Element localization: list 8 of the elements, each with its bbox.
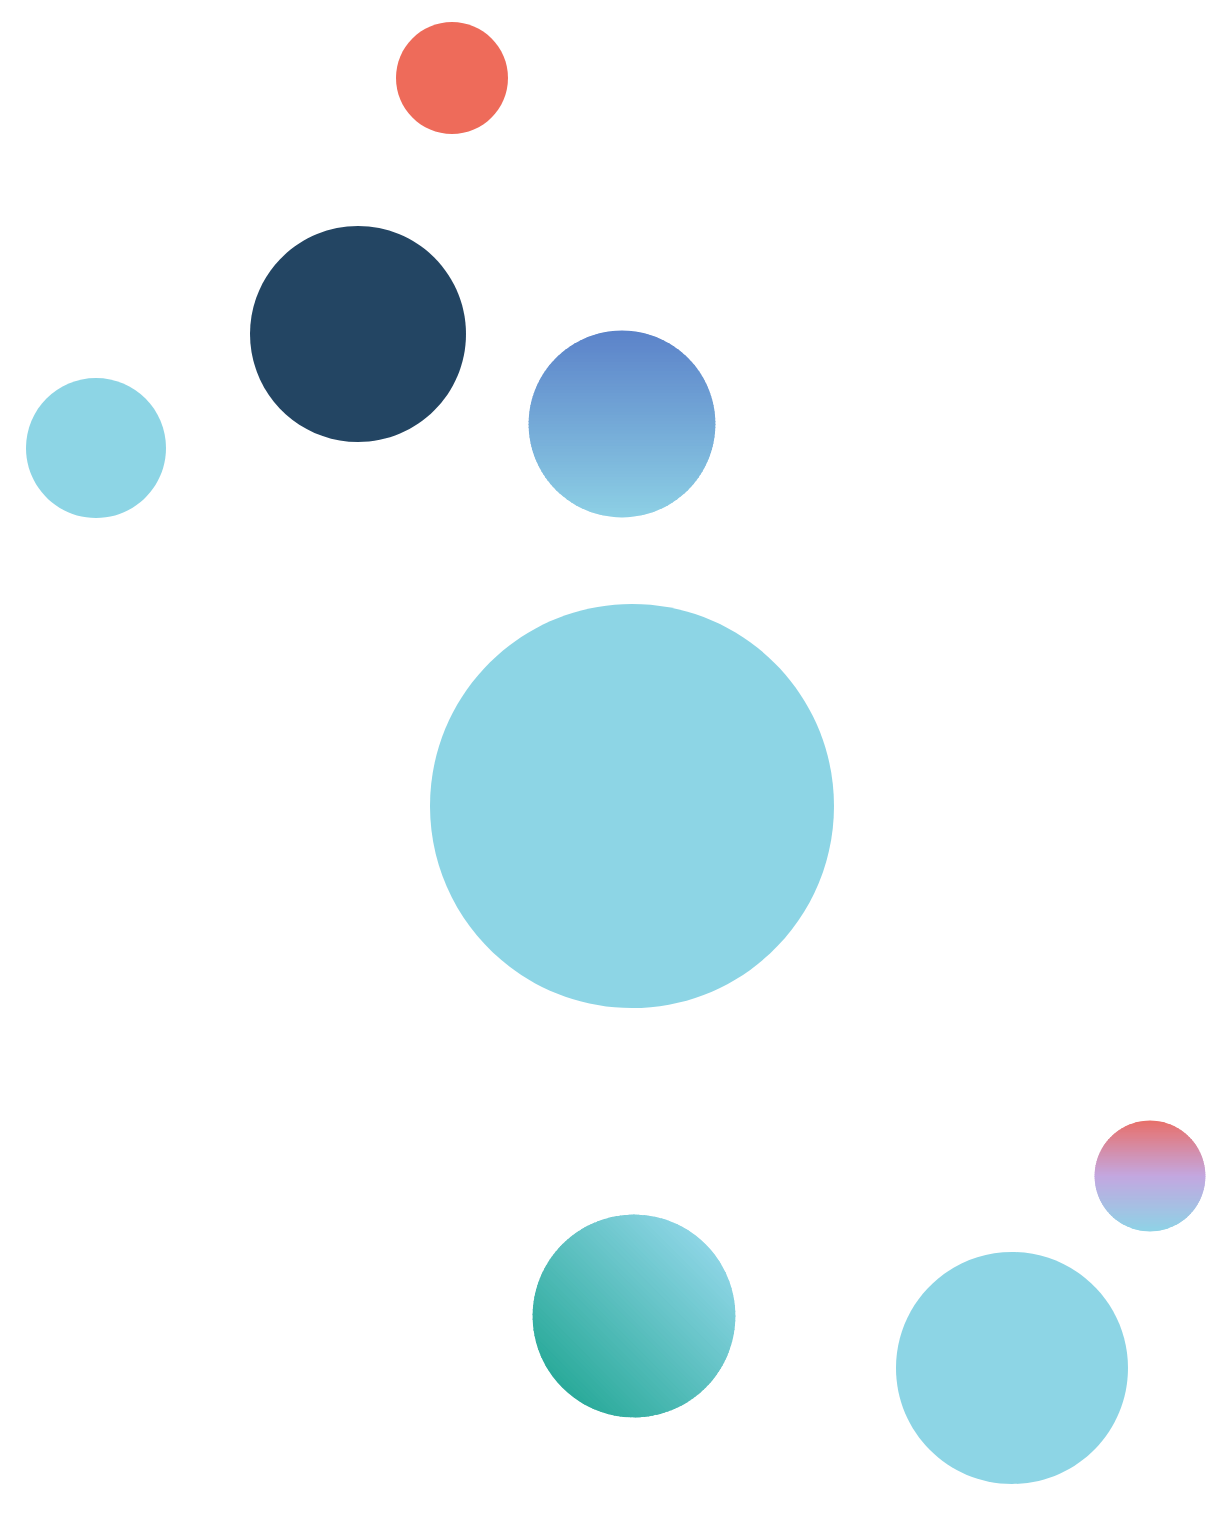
circle: [896, 1252, 1128, 1484]
circle: [396, 22, 508, 134]
circle: [26, 378, 166, 518]
circle: [430, 604, 834, 1008]
circle: [250, 226, 466, 442]
circle: [1094, 1120, 1206, 1232]
circle: [532, 1214, 736, 1418]
circle: [528, 330, 716, 518]
